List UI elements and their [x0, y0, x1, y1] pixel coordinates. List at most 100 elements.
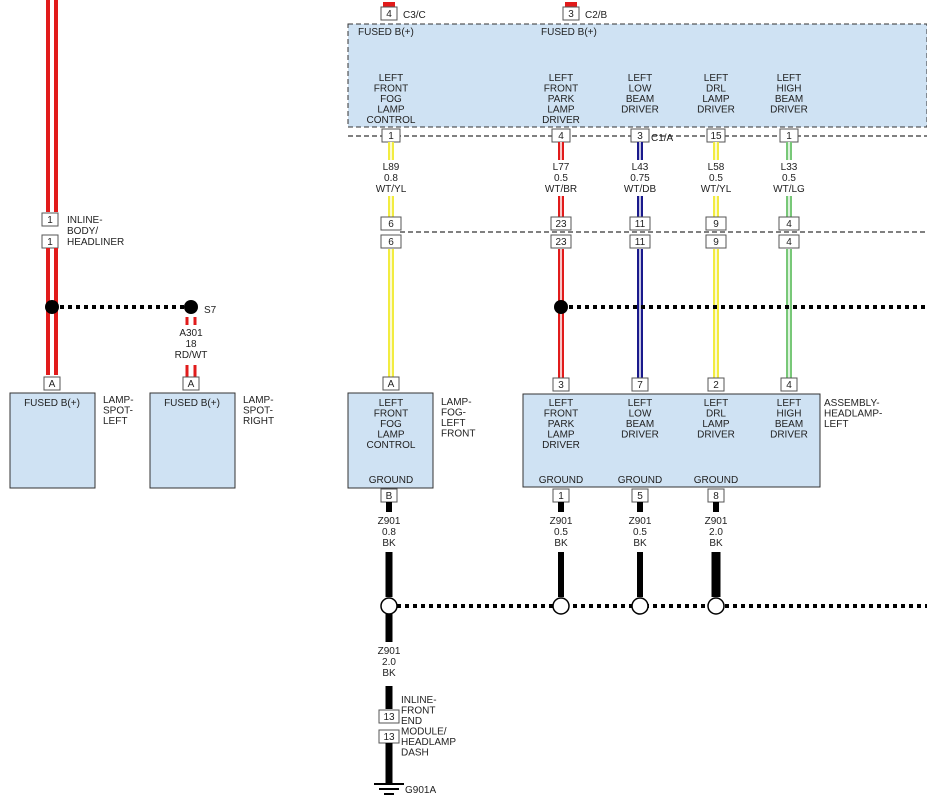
- inline-pin-upper: [778, 216, 800, 231]
- fog-ground-circuit: 0.8: [382, 527, 396, 538]
- splice-s7-label: S7: [204, 305, 217, 316]
- headlamp-ground-label: GROUND: [618, 475, 662, 486]
- inline-pin-upper: [380, 216, 402, 231]
- module-output-label: FOG: [380, 94, 402, 105]
- lamp-spot-right-text: FUSED B(+): [164, 398, 220, 409]
- ground-run-circuit: 2.0: [382, 657, 396, 668]
- inline-pin-lower: [705, 234, 727, 249]
- inline-pin-upper-label: 23: [555, 219, 567, 230]
- headlamp-input-pin-label: 2: [713, 380, 719, 391]
- headlamp-ground-circuit: BK: [554, 538, 568, 549]
- inline-pin-upper-label: 4: [786, 219, 792, 230]
- lamp-spot-right-box: [149, 392, 236, 489]
- module-circuit-label: L43: [632, 162, 649, 173]
- module-output-pin-label: 1: [786, 131, 792, 142]
- fog-lamp-label: LEFT: [379, 398, 403, 409]
- inline-pin-lower-label: 9: [713, 237, 719, 248]
- headlamp-input-label: LEFT: [704, 398, 728, 409]
- ground-inline-label: INLINE-: [401, 695, 437, 706]
- c3c-pin-label: 4: [386, 9, 392, 20]
- ground-bus-node: [380, 597, 398, 615]
- fog-lamp-input-pin: [382, 376, 400, 391]
- module-circuit-label: 0.5: [782, 173, 796, 184]
- headlamp-input-label: LOW: [629, 409, 652, 420]
- inline-pin-upper-label: 9: [713, 219, 719, 230]
- inline-pin-lower-label: 6: [388, 237, 394, 248]
- headlamp-input-label: DRIVER: [770, 430, 808, 441]
- headlamp-ground-circuit: 2.0: [709, 527, 723, 538]
- module-output-label: DRIVER: [770, 105, 808, 116]
- fog-lamp-box: [347, 392, 434, 489]
- lamp-spot-right-pin: [182, 376, 200, 391]
- module-output-label: BEAM: [775, 94, 803, 105]
- headlamp-input-label: DRL: [706, 409, 726, 420]
- c3c-red-tab: [383, 2, 395, 7]
- c3c-connector-label: C3/C: [403, 10, 426, 21]
- module-output-label: DRIVER: [697, 105, 735, 116]
- ground-bus-node: [707, 597, 725, 615]
- module-output-label: LEFT: [379, 73, 403, 84]
- headlamp-ground-label: GROUND: [539, 475, 583, 486]
- headlamp-ground-circuit: Z901: [550, 516, 573, 527]
- headlamp-ground-circuit: 0.5: [633, 527, 647, 538]
- module-output-label: CONTROL: [367, 115, 416, 126]
- module-circuit-label: L89: [383, 162, 400, 173]
- module-output-label: LEFT: [549, 73, 573, 84]
- module-output-label: PARK: [548, 94, 575, 105]
- ground-inline-label: HEADLAMP: [401, 737, 456, 748]
- module-circuit-label: L58: [708, 162, 725, 173]
- lamp-spot-left-pin-label: A: [49, 379, 56, 390]
- module-circuit-label: 0.8: [384, 173, 398, 184]
- inline-pin-lower-label: 11: [635, 237, 646, 248]
- lamp-spot-left-name: SPOT-: [103, 406, 133, 417]
- headlamp-input-pin: [552, 377, 570, 392]
- headlamp-input-pin: [631, 377, 649, 392]
- splice-s7-node: [184, 300, 198, 314]
- module-output-label: HIGH: [777, 84, 802, 95]
- lamp-spot-left-text: FUSED B(+): [24, 398, 80, 409]
- headlamp-input-label: LAMP: [702, 419, 730, 430]
- headlamp-input-label: HIGH: [777, 409, 802, 420]
- headlamp-input-label: DRIVER: [542, 440, 580, 451]
- inline-pin-upper-label: 6: [388, 219, 394, 230]
- module-output-label: LEFT: [704, 73, 728, 84]
- module-output-label: BEAM: [626, 94, 654, 105]
- headlamp-input-pin: [707, 377, 725, 392]
- headlamp-ground-circuit: BK: [633, 538, 647, 549]
- module-circuit-label: WT/DB: [624, 184, 657, 195]
- inline-pin-lower: [380, 234, 402, 249]
- module-circuit-label: 0.5: [554, 173, 568, 184]
- inline-pin-lower: [629, 234, 651, 249]
- ground-g901a-label: G901A: [405, 785, 436, 796]
- module-circuit-label: L77: [553, 162, 570, 173]
- headlamp-ground-pin-label: 8: [713, 491, 719, 502]
- ground-inline-pin-upper-label: 13: [383, 712, 395, 723]
- headlamp-input-label: FRONT: [544, 409, 578, 420]
- module-box: [347, 23, 927, 128]
- module-circuit-label: 0.5: [709, 173, 723, 184]
- inline-body-label: INLINE-: [67, 215, 103, 226]
- module-output-pin-label: 4: [558, 131, 564, 142]
- headlamp-input-label: DRIVER: [697, 430, 735, 441]
- module-output-label: DRL: [706, 84, 726, 95]
- splice-circuit-label: A301: [179, 328, 203, 339]
- module-output-label: LAMP: [547, 105, 575, 116]
- headlamp-input-label: LEFT: [777, 398, 801, 409]
- headlamp-input-label: PARK: [548, 419, 575, 430]
- headlamp-ground-pin-label: 1: [558, 491, 564, 502]
- module-circuit-label: WT/LG: [773, 184, 805, 195]
- fog-ground-circuit: Z901: [378, 516, 401, 527]
- headlamp-input-label: BEAM: [626, 419, 654, 430]
- lamp-spot-right-name: LAMP-: [243, 395, 274, 406]
- inline-pin-upper-label: 11: [635, 219, 646, 230]
- inline-pin-lower-label: 23: [555, 237, 567, 248]
- headlamp-ground-label: GROUND: [694, 475, 738, 486]
- lamp-spot-right-pin-label: A: [188, 379, 195, 390]
- fog-lamp-label: LAMP: [377, 430, 405, 441]
- module-output-label: LEFT: [777, 73, 801, 84]
- inline-pin-lower-label: 4: [786, 237, 792, 248]
- headlamp-name: LEFT: [824, 419, 848, 430]
- ground-inline-pin-upper: [378, 709, 400, 724]
- module-output-label: DRIVER: [542, 115, 580, 126]
